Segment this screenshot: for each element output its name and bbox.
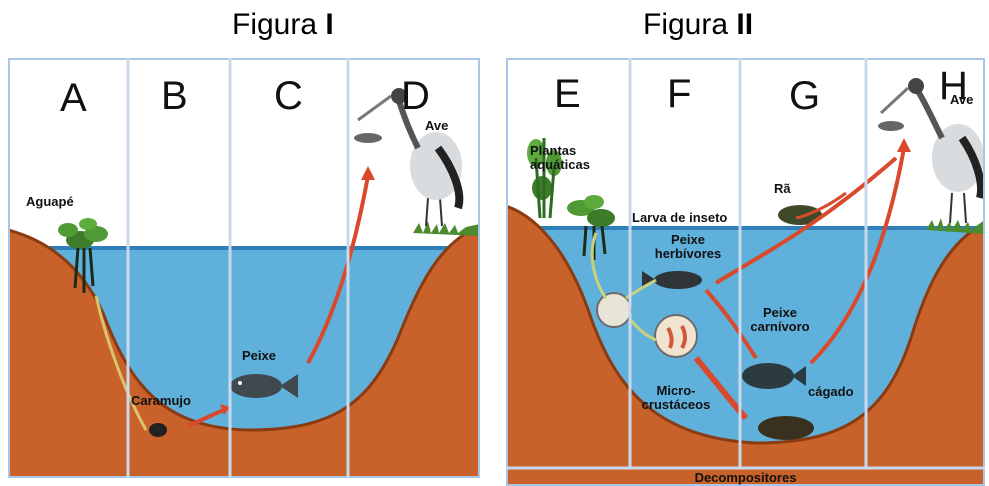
label-ra: Rã xyxy=(774,182,791,196)
water-surface-2 xyxy=(506,226,985,230)
figure-1-title: Figura I xyxy=(232,8,334,42)
label-peixe-carn-line2: carnívoro xyxy=(746,320,814,334)
label-plantas-line1: Plantas xyxy=(530,144,576,158)
figure-1-illustration xyxy=(8,58,480,478)
column-label-f: F xyxy=(667,74,691,114)
column-label-e: E xyxy=(554,74,581,114)
label-peixe: Peixe xyxy=(242,349,276,363)
figure-2-illustration xyxy=(506,58,985,486)
label-ave: Ave xyxy=(425,119,448,133)
label-larva: Larva de inseto xyxy=(632,211,727,225)
column-label-a: A xyxy=(60,78,87,118)
label-micro-line2: crustáceos xyxy=(638,398,714,412)
column-label-b: B xyxy=(161,76,188,116)
arrow-head-3 xyxy=(897,138,911,152)
arrow-head-2 xyxy=(361,166,375,180)
label-aguape: Aguapé xyxy=(26,195,74,209)
label-peixe-herb-line2: herbívores xyxy=(654,247,722,261)
figure-2-panel: E F G H Plantas aquáticas Larva de inset… xyxy=(506,58,985,486)
label-peixe-herb-line1: Peixe xyxy=(654,233,722,247)
snail-shape xyxy=(149,423,167,437)
label-decompositores: Decompositores xyxy=(506,471,985,485)
figure-1-panel: A B C D Aguapé Caramujo Peixe Ave xyxy=(8,58,480,478)
figure-2-title: Figura II xyxy=(643,8,753,42)
label-ave-2: Ave xyxy=(950,93,973,107)
label-peixe-carn-line1: Peixe xyxy=(746,306,814,320)
column-label-c: C xyxy=(274,76,303,116)
label-plantas-line2: aquáticas xyxy=(530,158,590,172)
right-bank-grass xyxy=(413,221,480,236)
column-label-g: G xyxy=(789,76,820,116)
plankton-circle-2 xyxy=(655,315,697,357)
label-cagado: cágado xyxy=(808,385,854,399)
label-micro-line1: Micro- xyxy=(638,384,714,398)
label-caramujo: Caramujo xyxy=(131,394,191,408)
turtle-shape xyxy=(758,416,814,440)
plankton-circle-1 xyxy=(597,293,631,327)
column-label-d: D xyxy=(401,76,430,116)
